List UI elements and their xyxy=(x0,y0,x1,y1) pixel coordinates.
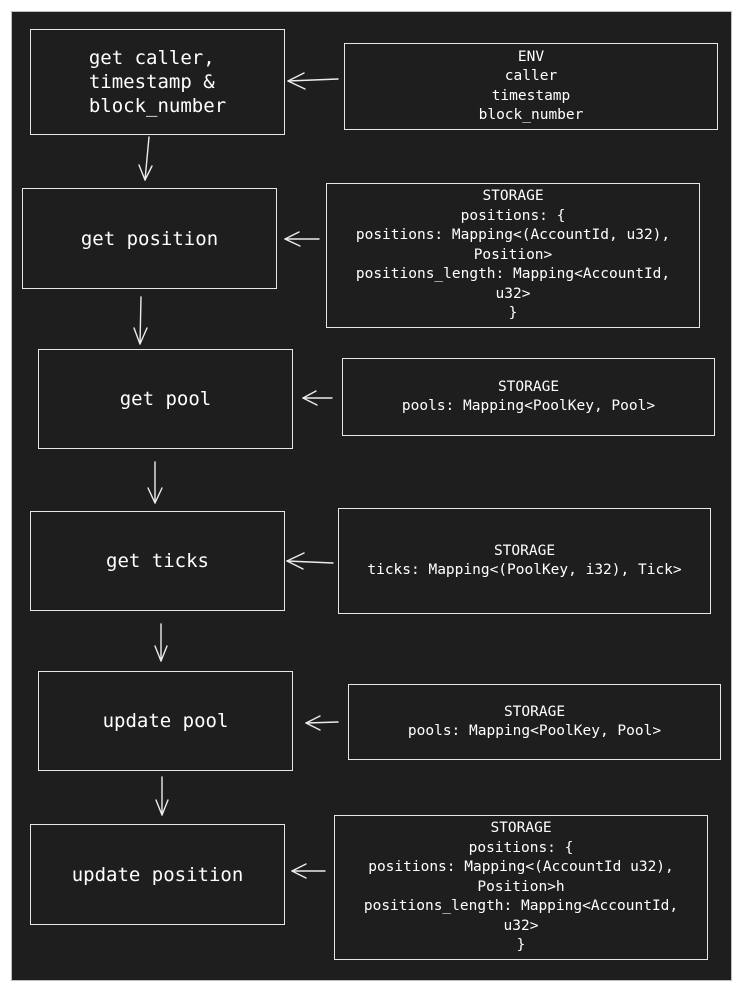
arrow-storage-to-update-pool xyxy=(305,715,339,731)
arrow-step-2-to-step-3 xyxy=(133,296,148,345)
diagram-canvas xyxy=(11,11,732,981)
source-storage-ticks[interactable]: STORAGE ticks: Mapping<(PoolKey, i32), T… xyxy=(338,508,711,614)
step-get-caller-timestamp-block-number[interactable]: get caller, timestamp & block_number xyxy=(30,29,285,135)
source-storage-positions[interactable]: STORAGE positions: { positions: Mapping<… xyxy=(326,183,700,328)
arrow-storage-to-get-ticks xyxy=(286,552,334,570)
arrow-storage-to-update-position xyxy=(291,863,326,879)
step-get-ticks[interactable]: get ticks xyxy=(30,511,285,611)
step-get-pool[interactable]: get pool xyxy=(38,349,293,449)
arrow-env-to-step-1 xyxy=(287,72,339,90)
source-storage-pools[interactable]: STORAGE pools: Mapping<PoolKey, Pool> xyxy=(342,358,715,436)
arrow-step-4-to-step-5 xyxy=(154,623,168,662)
arrow-step-1-to-step-2 xyxy=(138,136,153,181)
arrow-step-3-to-step-4 xyxy=(147,461,163,504)
source-env[interactable]: ENV caller timestamp block_number xyxy=(344,43,718,130)
step-get-position[interactable]: get position xyxy=(22,188,277,289)
arrow-step-5-to-step-6 xyxy=(155,776,169,816)
step-update-pool[interactable]: update pool xyxy=(38,671,293,771)
source-storage-pools-update[interactable]: STORAGE pools: Mapping<PoolKey, Pool> xyxy=(348,684,721,760)
arrow-storage-to-get-pool xyxy=(302,390,333,406)
step-update-position[interactable]: update position xyxy=(30,824,285,925)
source-storage-positions-update[interactable]: STORAGE positions: { positions: Mapping<… xyxy=(334,815,708,960)
arrow-storage-to-get-position xyxy=(284,231,320,247)
